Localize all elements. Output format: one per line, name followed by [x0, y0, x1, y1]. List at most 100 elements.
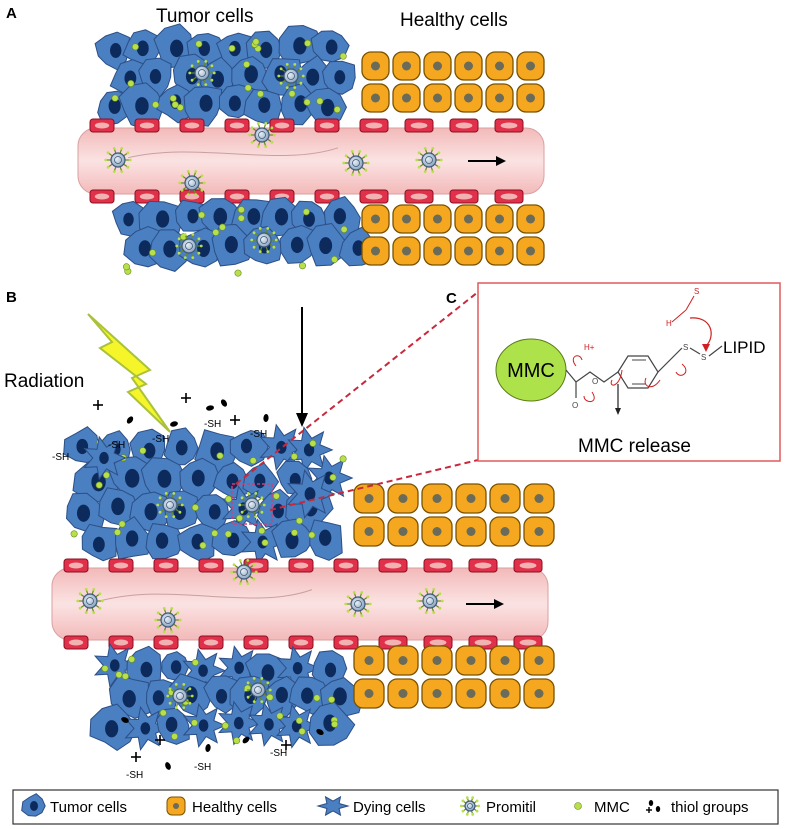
mmc-dot [152, 101, 160, 109]
healthy-cell [387, 483, 419, 514]
tumor-cell [81, 523, 118, 562]
mmc-dot [216, 452, 224, 460]
mmc-dot [258, 527, 266, 535]
legend-item: Promitil [459, 796, 536, 816]
mmc-dot [131, 43, 139, 51]
tumor-cell [161, 651, 190, 681]
mmc-molecule-label: MMC [507, 360, 555, 382]
promitil-liposome [154, 606, 182, 634]
lipid-label: LIPID [723, 338, 766, 357]
dying-cell [182, 702, 227, 749]
tumor-cell [278, 24, 324, 67]
promitil-liposome [238, 491, 266, 519]
mmc-dot [298, 727, 306, 735]
tumor-cells-title: Tumor cells [156, 6, 253, 27]
atom-hplus: H+ [584, 343, 595, 352]
healthy-cell [455, 483, 487, 514]
healthy-cell [489, 645, 521, 676]
thiol-group [165, 762, 171, 770]
mmc-dot [302, 208, 310, 216]
healthy-cell [421, 516, 453, 547]
mmc-dot [308, 531, 316, 539]
healthy-cell [421, 483, 453, 514]
mmc-dot [236, 514, 244, 522]
healthy-cell [387, 516, 419, 547]
promitil-liposome [188, 59, 216, 87]
healthy-cell-icon [166, 796, 186, 816]
healthy-cell [392, 236, 421, 266]
thiol-sh-label: -SH [250, 429, 267, 440]
promitil-liposome [250, 226, 278, 254]
mmc-dot [118, 520, 126, 528]
panel-a-healthy-bottom [361, 204, 545, 266]
tumor-cell [183, 86, 223, 127]
healthy-cell [455, 645, 487, 676]
dying-cell [124, 705, 169, 751]
mmc-dot [316, 97, 324, 105]
radiation-bolt-icon [87, 313, 171, 433]
mmc-dot [169, 94, 177, 102]
tumor-cell [169, 673, 213, 717]
mmc-dot [290, 453, 298, 461]
healthy-cell [423, 83, 452, 113]
promitil-liposome [156, 491, 184, 519]
electron-arrow-4 [583, 391, 595, 402]
healthy-cell [455, 678, 487, 709]
healthy-cells-title: Healthy cells [400, 10, 508, 31]
healthy-cell [485, 236, 514, 266]
mmc-dot [121, 672, 129, 680]
healthy-cell [489, 483, 521, 514]
tumor-cell [179, 227, 220, 268]
mmc-dot [139, 447, 147, 455]
mmc-dot [237, 214, 245, 222]
tumor-cell [65, 492, 107, 533]
legend-label: Promitil [486, 799, 536, 816]
mmc-dot [339, 52, 347, 60]
mmc-dot [237, 206, 245, 214]
mmc-release-label: MMC release [578, 436, 691, 457]
healthy-cell [392, 51, 421, 81]
thiol-sh-label: -SH [270, 748, 287, 759]
atom-s-2: S [701, 353, 706, 362]
atom-s-attacker: S [694, 287, 699, 296]
thiol-group [126, 416, 134, 424]
mmc-dot [224, 530, 232, 538]
mmc-dot [199, 541, 207, 549]
atom-o-ester: O [592, 377, 598, 386]
legend-item: Dying cells [316, 795, 426, 817]
healthy-cell [516, 236, 545, 266]
healthy-cell [387, 678, 419, 709]
tumor-cell [229, 429, 269, 467]
promitil-liposome [416, 587, 444, 615]
zoom-line-lower [269, 459, 479, 511]
healthy-cell [454, 204, 483, 234]
mmc-dot [149, 249, 157, 257]
healthy-cell [387, 645, 419, 676]
panel-a-vessel [77, 118, 545, 204]
mmc-dot [295, 517, 303, 525]
thiol-sh-label: -SH [194, 762, 211, 773]
tumor-cell [279, 224, 317, 264]
tumor-cell [94, 31, 130, 71]
panel-a-healthy-top [361, 51, 545, 113]
promitil-liposome [104, 146, 132, 174]
mmc-dot [211, 529, 219, 537]
mmc-dot [234, 269, 242, 277]
panel-label-a: A [6, 5, 17, 22]
healthy-cell [361, 51, 390, 81]
legend-box [12, 789, 779, 825]
thiol-group [181, 393, 191, 403]
promitil-liposome [230, 558, 258, 586]
promitil-liposome [166, 682, 194, 710]
tumor-cell [115, 516, 153, 560]
transition-arrow [296, 307, 308, 427]
electron-arrow-3 [610, 369, 623, 386]
healthy-cell [454, 236, 483, 266]
tumor-cell [156, 707, 190, 745]
healthy-cell [523, 516, 555, 547]
healthy-cell [485, 204, 514, 234]
promitil-liposome [244, 676, 272, 704]
thiol-group [93, 400, 103, 410]
